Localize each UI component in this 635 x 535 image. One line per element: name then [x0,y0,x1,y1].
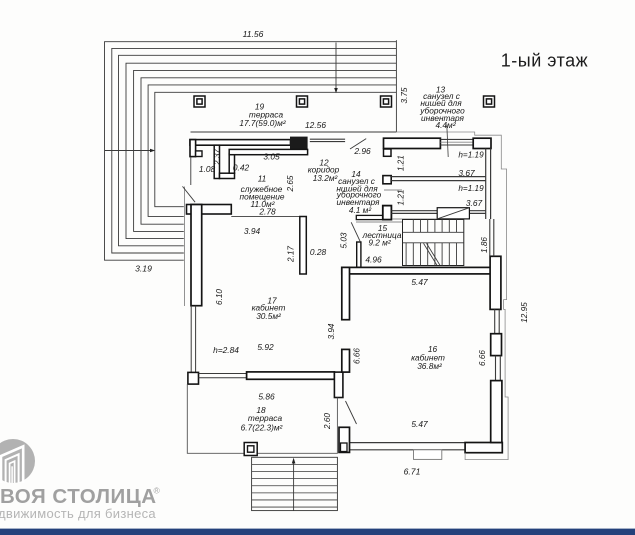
svg-text:инвентаря: инвентаря [337,197,380,207]
svg-text:0.28: 0.28 [310,247,327,257]
svg-text:11: 11 [258,173,267,183]
svg-text:0.42: 0.42 [233,163,250,173]
svg-text:4.96: 4.96 [365,254,382,264]
svg-text:5.03: 5.03 [340,232,349,248]
svg-text:2.60: 2.60 [323,413,332,430]
svg-text:помещение: помещение [240,192,285,202]
svg-text:19: 19 [255,101,265,111]
svg-text:6.7(22.3)м²: 6.7(22.3)м² [241,423,283,433]
svg-text:11.56: 11.56 [243,29,264,39]
svg-text:6.71: 6.71 [404,466,421,476]
svg-text:h=1.19: h=1.19 [458,150,484,159]
svg-text:кабинет: кабинет [252,303,286,313]
svg-text:3.94: 3.94 [244,226,261,236]
svg-text:17: 17 [267,295,277,305]
svg-text:®: ® [154,486,161,496]
svg-text:2.96: 2.96 [353,146,371,156]
svg-text:12.56: 12.56 [305,120,326,130]
svg-text:18: 18 [256,405,266,415]
svg-text:30.5м²: 30.5м² [256,311,281,321]
svg-text:5.47: 5.47 [411,419,428,429]
svg-text:служебное: служебное [241,184,283,194]
svg-text:3.67: 3.67 [458,168,475,178]
svg-text:1.21: 1.21 [397,190,406,206]
svg-text:h=2.84: h=2.84 [213,345,239,355]
svg-text:уборочного: уборочного [336,189,382,199]
svg-text:уборочного: уборочного [419,106,465,116]
svg-text:кабинет: кабинет [411,352,445,362]
svg-text:15: 15 [378,223,388,233]
svg-text:h=1.19: h=1.19 [458,184,484,193]
svg-text:санузел с: санузел с [338,176,376,186]
svg-text:1.21: 1.21 [397,155,406,171]
svg-text:13: 13 [436,85,446,95]
svg-text:6.10: 6.10 [215,289,224,305]
svg-text:9.2 м²: 9.2 м² [368,237,391,247]
svg-text:17.7(59.0)м²: 17.7(59.0)м² [239,118,286,128]
svg-text:4.4м²: 4.4м² [436,120,456,130]
svg-text:терраса: терраса [249,109,284,119]
svg-text:11.0м²: 11.0м² [251,199,275,209]
svg-text:13.2м²: 13.2м² [313,173,338,183]
svg-text:5.86: 5.86 [258,392,275,402]
svg-text:инвентаря: инвентаря [421,113,464,123]
svg-text:2.17: 2.17 [287,246,296,263]
svg-text:санузел с: санузел с [423,91,461,101]
svg-text:коридор: коридор [308,164,340,174]
svg-text:2.78: 2.78 [258,207,276,217]
svg-text:12: 12 [319,157,329,167]
svg-text:3.67: 3.67 [466,198,483,208]
svg-text:2.65: 2.65 [286,175,295,192]
svg-text:нишей для: нишей для [420,98,462,108]
svg-text:3.05: 3.05 [263,152,280,162]
svg-text:6.66: 6.66 [353,348,362,364]
svg-text:1.86: 1.86 [480,237,489,253]
svg-text:14: 14 [351,169,361,179]
svg-text:1.08: 1.08 [199,164,216,174]
svg-text:1-ый этаж: 1-ый этаж [501,51,588,71]
svg-text:нишей для: нишей для [336,183,378,193]
svg-text:движимость для бизнеса: движимость для бизнеса [0,506,156,521]
svg-text:36.8м²: 36.8м² [417,361,442,371]
svg-text:3.75: 3.75 [400,87,409,103]
svg-text:12.95: 12.95 [520,302,529,323]
svg-text:3.19: 3.19 [135,264,152,274]
svg-text:5.47: 5.47 [411,277,428,287]
svg-text:3.94: 3.94 [327,323,336,339]
svg-text:16: 16 [428,344,438,354]
svg-text:лестница: лестница [362,230,402,240]
svg-text:5.92: 5.92 [257,342,274,352]
svg-text:ВОЯ СТОЛИЦА: ВОЯ СТОЛИЦА [0,485,157,508]
svg-text:терраса: терраса [248,413,283,423]
svg-text:2.37: 2.37 [213,149,222,166]
svg-text:4.1 м²: 4.1 м² [349,205,372,215]
svg-text:6.66: 6.66 [478,350,487,366]
